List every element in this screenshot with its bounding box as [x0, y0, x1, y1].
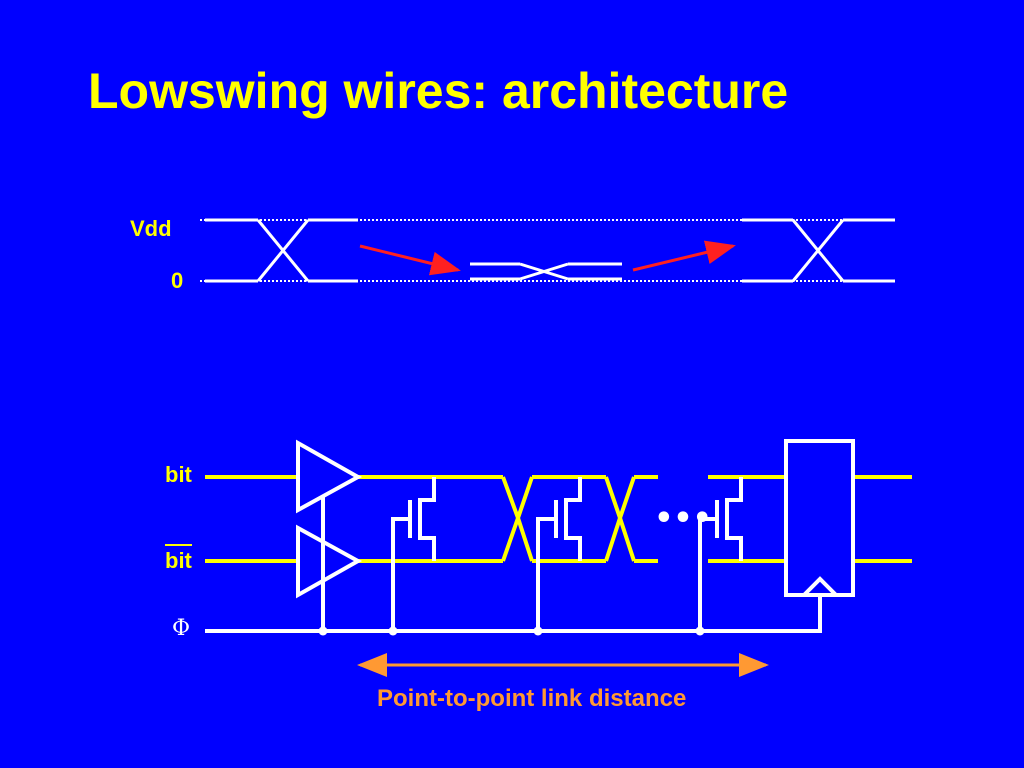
- bit-bar-label: bit: [165, 544, 192, 574]
- distance-label: Point-to-point link distance: [377, 685, 687, 712]
- full-swing-transition-right: [742, 218, 895, 283]
- circuit: •••: [205, 439, 912, 677]
- clock-label: Φ: [172, 616, 191, 641]
- bit-wire: [205, 475, 912, 562]
- red-arrow-right: [632, 240, 736, 272]
- red-arrow-left: [359, 244, 461, 276]
- zero-label: 0: [171, 268, 184, 293]
- equalizer-transistor-1: [391, 477, 436, 631]
- slide-title: Lowswing wires: architecture: [88, 63, 789, 119]
- equalizer-transistor-2: [536, 477, 582, 631]
- bit-bar-wire: [205, 517, 912, 563]
- bit-label: bit: [165, 462, 192, 487]
- ellipsis: •••: [654, 501, 712, 536]
- overline-bar: [165, 544, 192, 546]
- equalizer-transistor-3: [698, 477, 743, 631]
- full-swing-transition-left: [205, 218, 358, 283]
- waveform: [200, 218, 895, 283]
- driver-bit-bar: [296, 524, 363, 599]
- low-swing-transition: [470, 262, 622, 281]
- driver-bit: [296, 439, 363, 514]
- clock-junctions: [318, 626, 705, 636]
- bit-bar-text: bit: [165, 548, 192, 573]
- vdd-label: Vdd: [130, 216, 172, 241]
- receiver-flip-flop: [205, 439, 855, 633]
